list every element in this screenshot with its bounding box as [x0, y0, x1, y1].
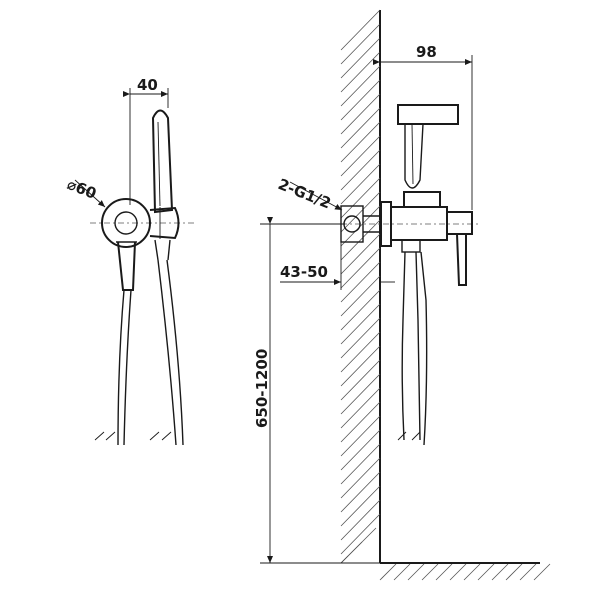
handshower-side	[397, 104, 459, 125]
hatch-line	[533, 563, 551, 581]
hatch-line	[340, 51, 381, 93]
dim-diameter-text: ⌀60	[65, 175, 99, 203]
hatch-line	[340, 275, 381, 317]
hatch-line	[340, 177, 381, 219]
wall-hatching	[340, 9, 381, 564]
hatch-line	[340, 79, 381, 121]
hatch-line	[340, 219, 381, 261]
hatch-line	[340, 401, 381, 443]
hatch-line	[340, 205, 381, 247]
hatch-line	[340, 429, 381, 471]
dim-projection-text: 98	[416, 43, 437, 61]
hatch-line	[340, 555, 349, 564]
hatch-line	[340, 485, 381, 527]
hatch-line	[340, 191, 381, 233]
hatch-line	[340, 303, 381, 345]
hatch-line	[340, 233, 381, 275]
hatch-line	[340, 37, 381, 79]
mixer-body	[390, 206, 448, 241]
dim-height-text: 650-1200	[253, 349, 271, 428]
hatch-line	[340, 135, 381, 177]
hatch-line	[340, 247, 381, 289]
hatch-line	[340, 471, 381, 513]
hatch-line	[340, 513, 381, 555]
hatch-line	[340, 387, 381, 429]
hatch-line	[340, 345, 381, 387]
hatch-line	[505, 563, 523, 581]
hatch-line	[463, 563, 481, 581]
hatch-line	[340, 443, 381, 485]
valve-core	[114, 211, 138, 235]
hatch-line	[340, 163, 381, 205]
hatch-line	[491, 563, 509, 581]
handshower-head	[151, 109, 174, 214]
hatch-line	[340, 9, 381, 51]
dim-connection-text: 2-G1/2	[276, 175, 334, 212]
hatch-line	[435, 563, 453, 581]
hatch-line	[340, 93, 381, 135]
hatch-line	[340, 499, 381, 541]
hatch-line	[477, 563, 495, 581]
hatch-line	[340, 457, 381, 499]
hatch-line	[393, 563, 411, 581]
hatch-line	[340, 359, 381, 401]
hatch-line	[340, 121, 381, 163]
hatch-line	[340, 107, 381, 149]
front-view: 40 ⌀60	[65, 76, 195, 446]
dim-handle-width-text: 40	[137, 76, 158, 94]
hatch-line	[340, 65, 381, 107]
hatch-line	[340, 373, 381, 415]
hatch-line	[421, 563, 439, 581]
hatch-line	[407, 563, 425, 581]
hatch-line	[340, 261, 381, 303]
hatch-line	[340, 331, 381, 373]
hatch-line	[340, 289, 381, 331]
floor-hatching	[379, 563, 551, 581]
hatch-line	[340, 23, 381, 65]
hatch-line	[340, 317, 381, 359]
dim-recess-text: 43-50	[280, 263, 328, 281]
hatch-line	[519, 563, 537, 581]
side-view: 98 2-G1/2 43-50 650-1200	[253, 9, 551, 581]
hatch-line	[379, 563, 397, 581]
hatch-line	[340, 149, 381, 191]
hatch-line	[340, 415, 381, 457]
wall-plate-outline	[101, 198, 151, 248]
hatch-line	[449, 563, 467, 581]
